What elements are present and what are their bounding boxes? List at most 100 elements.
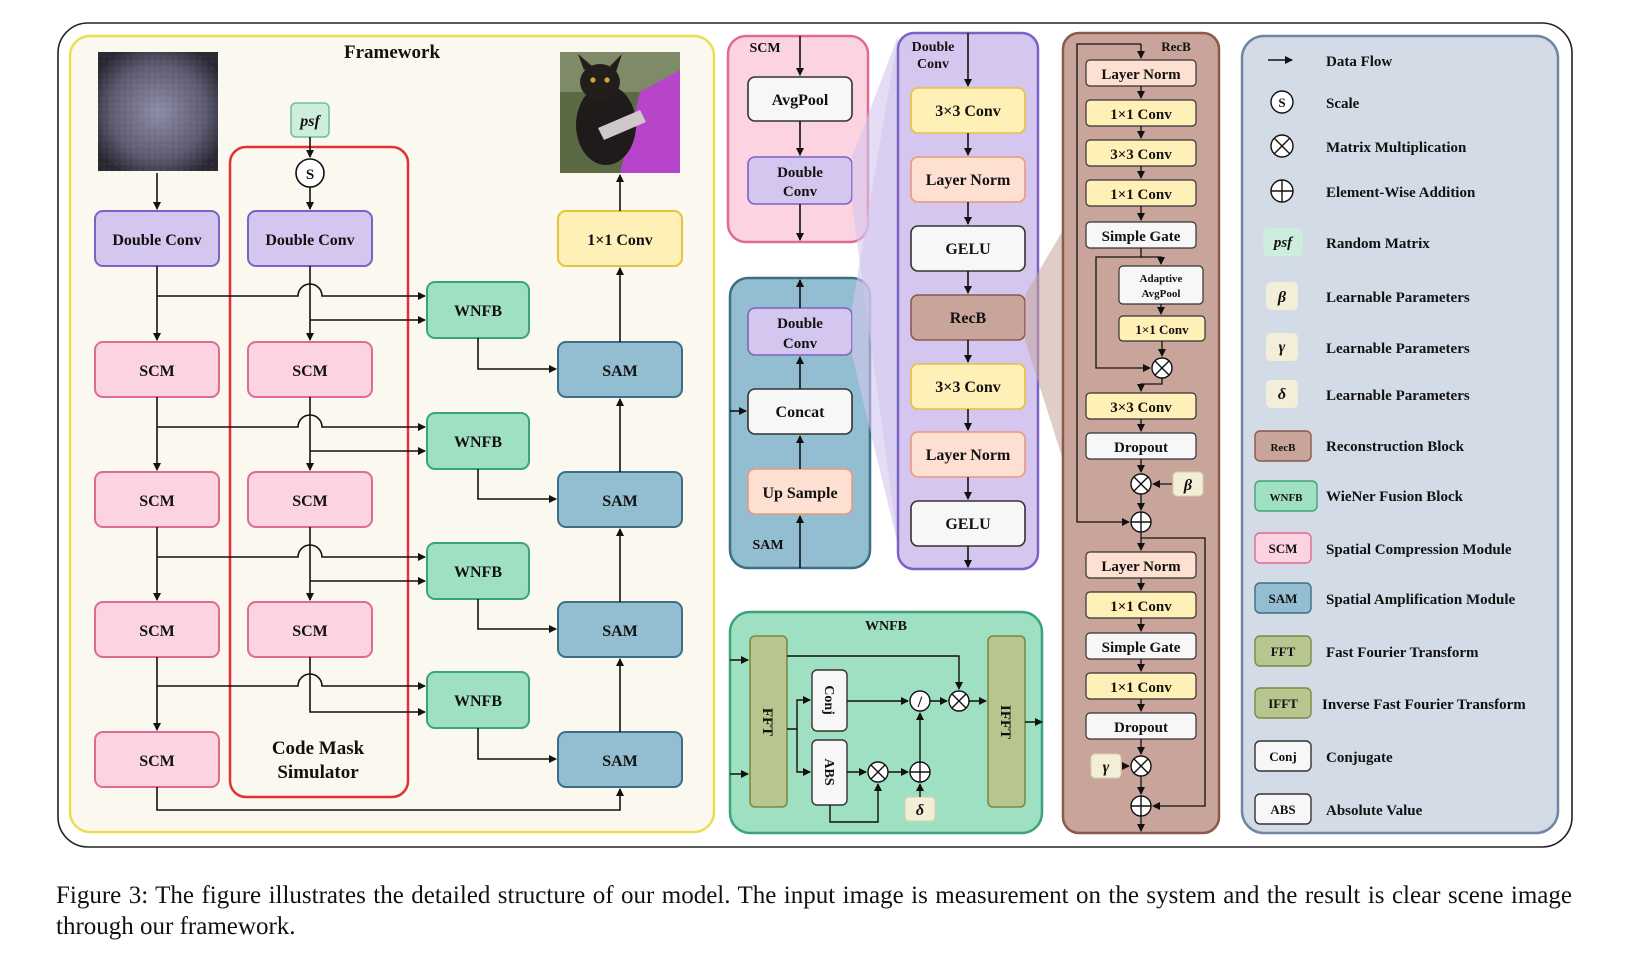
legend-gamma-symbol: γ xyxy=(1279,339,1286,356)
psf-icon xyxy=(1263,227,1303,257)
legend-label: Random Matrix xyxy=(1326,236,1430,252)
ifft-label: IFFT xyxy=(997,705,1013,739)
output-1x1-conv-label: 1×1 Conv xyxy=(587,232,653,249)
scm-detail-panel: SCM AvgPool Double Conv xyxy=(726,34,870,244)
psf-label: psf xyxy=(298,113,321,130)
scm-label: SCM xyxy=(139,753,175,770)
recb-block-label: 3×3 Conv xyxy=(1110,400,1172,416)
recb-block-label: 1×1 Conv xyxy=(1110,680,1172,696)
sam-double-conv-label-line1: Double xyxy=(777,316,823,332)
legend-fft-symbol: FFT xyxy=(1271,644,1296,659)
sam-detail-arrows xyxy=(730,279,804,568)
legend-label: Inverse Fast Fourier Transform xyxy=(1322,697,1526,713)
recb-block-label: Layer Norm xyxy=(1101,559,1181,575)
add-icon-cross xyxy=(1131,512,1151,532)
wnfb-matmul-icon-cross xyxy=(951,693,967,709)
recb-block-label: Simple Gate xyxy=(1102,640,1181,656)
legend-label: Element-Wise Addition xyxy=(1326,185,1476,201)
framework-arrows xyxy=(153,137,624,811)
adaptive-avgpool-label-line1: Adaptive xyxy=(1140,273,1183,285)
recb-detail-panel: RecB Layer Norm 1×1 Conv 3×3 Conv 1×1 Co… xyxy=(1061,31,1221,835)
concat-label: Concat xyxy=(776,404,826,421)
adaptive-avgpool-label-line2: AvgPool xyxy=(1142,288,1181,300)
legend-sam-symbol: SAM xyxy=(1269,591,1298,606)
code-mask-simulator-label-line2: Simulator xyxy=(277,762,359,783)
scm-label: SCM xyxy=(139,493,175,510)
gamma-label: γ xyxy=(1103,759,1110,776)
recb-detail-title: RecB xyxy=(1161,39,1191,54)
scm-detail-background xyxy=(726,34,870,244)
sam-doubleconv-zoom-wedge xyxy=(852,36,898,545)
up-sample-label: Up Sample xyxy=(762,485,837,502)
avgpool-label: AvgPool xyxy=(772,92,829,109)
mask-double-conv-label: Double Conv xyxy=(265,232,354,249)
recb-block-label: Dropout xyxy=(1114,440,1168,456)
scm-detail-title: SCM xyxy=(749,41,780,56)
wnfb-label: WNFB xyxy=(454,693,502,710)
abs-matmul-icon-cross xyxy=(870,764,886,780)
wnfb-label: WNFB xyxy=(454,564,502,581)
legend-label: Learnable Parameters xyxy=(1326,388,1470,404)
legend-label: WieNer Fusion Block xyxy=(1326,489,1464,505)
legend-label: Fast Fourier Transform xyxy=(1326,645,1479,661)
wnfb-column: WNFB WNFB WNFB WNFB xyxy=(426,281,530,729)
beta-matmul-icon-cross xyxy=(1133,476,1149,492)
framework-panel: Framework psf S Code Mask Simulator Doub xyxy=(68,34,716,834)
mask-scm-label: SCM xyxy=(292,363,328,380)
ifft-swatch xyxy=(1254,687,1312,719)
recb-zoom-wedge xyxy=(1025,230,1063,460)
scm-label: SCM xyxy=(139,363,175,380)
fft-block xyxy=(749,635,788,808)
sam-label: SAM xyxy=(602,753,638,770)
gamma-matmul-icon-cross xyxy=(1133,758,1149,774)
divide-symbol: / xyxy=(917,694,923,711)
wnfb-swatch xyxy=(1254,480,1318,512)
scm-column-mask: SCM SCM SCM xyxy=(247,341,373,658)
mask-scm-label: SCM xyxy=(292,623,328,640)
matmul-icon-cross xyxy=(1273,137,1291,155)
sam-detail-title: SAM xyxy=(752,538,783,553)
delta-icon xyxy=(1266,380,1298,408)
gamma-icon xyxy=(1266,333,1298,361)
mask-scm-label: SCM xyxy=(292,493,328,510)
legend-conj-symbol: Conj xyxy=(1269,749,1296,764)
scm-swatch xyxy=(1254,532,1312,564)
scale-symbol: S xyxy=(306,167,314,183)
scm-column-left: SCM SCM SCM SCM xyxy=(94,341,220,788)
double-conv-label: Double Conv xyxy=(112,232,201,249)
output-scene-image xyxy=(560,52,680,173)
legend-abs-symbol: ABS xyxy=(1270,802,1295,817)
recb-swatch xyxy=(1254,430,1312,462)
recb-block-label: 1×1 Conv xyxy=(1110,107,1172,123)
doubleconv-block-label: Layer Norm xyxy=(926,172,1011,189)
doubleconv-detail-title-line2: Conv xyxy=(917,57,949,72)
code-mask-simulator-label-line1: Code Mask xyxy=(272,738,365,759)
legend-label: Spatial Amplification Module xyxy=(1326,592,1516,608)
recb-block-label: 1×1 Conv xyxy=(1110,187,1172,203)
legend-label: Reconstruction Block xyxy=(1326,439,1465,455)
legend-label: Spatial Compression Module xyxy=(1326,542,1512,558)
sam-detail-panel: SAM Double Conv Concat Up Sample xyxy=(728,276,872,570)
sam-label: SAM xyxy=(602,623,638,640)
legend-background xyxy=(1240,34,1560,835)
conj-label: Conj xyxy=(821,685,836,715)
legend-delta-symbol: δ xyxy=(1278,386,1286,403)
legend-panel: Data Flow S Scale Matrix Multiplication … xyxy=(1240,34,1560,835)
recb-block-label: Simple Gate xyxy=(1102,229,1181,245)
doubleconv-block-label: GELU xyxy=(945,516,991,533)
framework-title: Framework xyxy=(344,42,440,63)
fft-label: FFT xyxy=(759,708,775,736)
legend-scale-symbol: S xyxy=(1278,95,1285,110)
doubleconv-block-label: Layer Norm xyxy=(926,447,1011,464)
matmul-icon-cross xyxy=(1154,360,1170,376)
recb-block-label: Layer Norm xyxy=(1101,67,1181,83)
doubleconv-block-label: GELU xyxy=(945,241,991,258)
abs-label: ABS xyxy=(821,758,836,785)
beta-icon xyxy=(1266,282,1298,310)
legend-label: Learnable Parameters xyxy=(1326,341,1470,357)
sam-double-conv-label-line2: Conv xyxy=(783,336,818,352)
wnfb-detail-arrows xyxy=(730,655,1043,823)
recb-detail-arrows xyxy=(1076,43,1206,832)
scale-icon xyxy=(1270,90,1294,114)
